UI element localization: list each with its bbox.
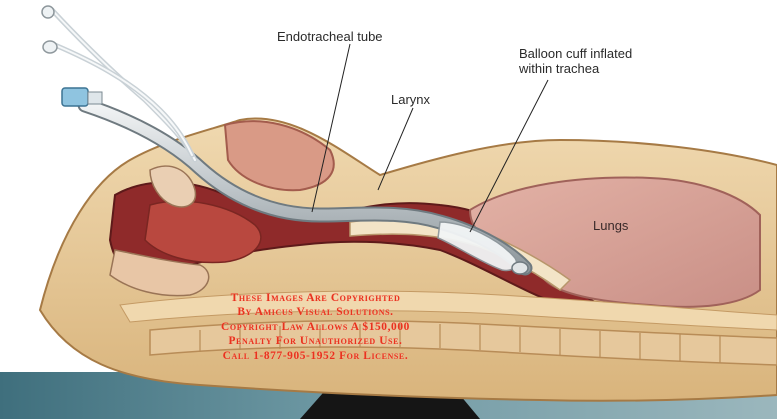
pilot-balloon-icon xyxy=(43,41,57,53)
tube-connector xyxy=(62,88,88,106)
label-endotracheal-tube: Endotracheal tube xyxy=(277,29,383,44)
tube-tip xyxy=(512,262,528,274)
tube-connector-collar xyxy=(88,92,102,104)
copyright-watermark: These Images Are Copyrighted By Amicus V… xyxy=(148,291,483,363)
watermark-line: Penalty For Unauthorized Use. xyxy=(148,334,483,348)
watermark-line: These Images Are Copyrighted xyxy=(148,291,483,305)
watermark-line: Copyright Law Allows A $150,000 xyxy=(148,320,483,334)
label-balloon-cuff: Balloon cuff inflated within trachea xyxy=(519,46,659,76)
label-lungs: Lungs xyxy=(593,218,628,233)
label-larynx: Larynx xyxy=(391,92,430,107)
pilot-valve-icon xyxy=(42,6,54,18)
watermark-line: By Amicus Visual Solutions. xyxy=(148,305,483,319)
watermark-line: Call 1-877-905-1952 For License. xyxy=(148,349,483,363)
